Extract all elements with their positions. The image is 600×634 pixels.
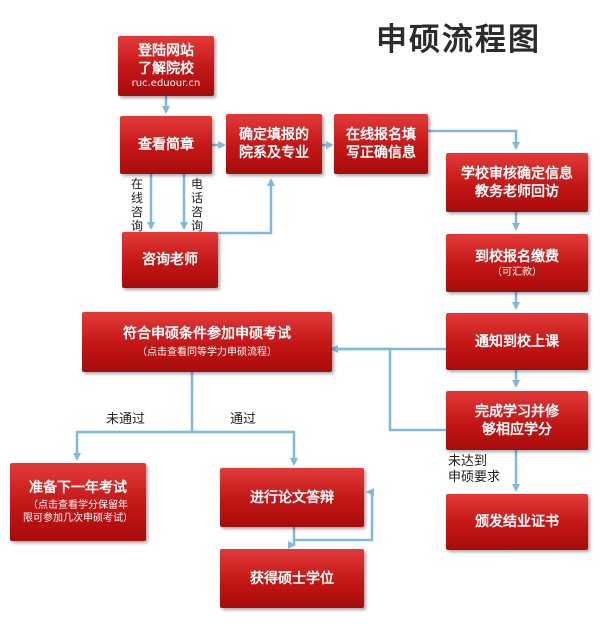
school-review-line1: 学校审核确定信息 xyxy=(461,165,573,182)
school-review-line2: 教务老师回访 xyxy=(475,183,559,200)
pay-fee-box[interactable]: 到校报名缴费 （可汇款） xyxy=(446,234,588,292)
attend-class-box[interactable]: 通知到校上课 xyxy=(446,313,588,370)
page-title: 申硕流程图 xyxy=(376,22,541,58)
arrow-consult-to-major xyxy=(218,178,275,235)
qualify-exam-box[interactable]: 符合申硕条件参加申硕考试 （点击查看同等学力申硕流程） xyxy=(82,312,332,372)
confirm-major-line1: 确定填报的 xyxy=(239,127,309,143)
online-consult-label: 在 线 咨 询 xyxy=(130,177,143,233)
view-brochure-label: 查看简章 xyxy=(138,137,194,153)
next-year-exam-box[interactable]: 准备下一年考试 （点击查看学分保留年 限可参加几次申硕考试） xyxy=(10,463,146,541)
finish-credits-line2: 够相应学分 xyxy=(482,421,552,438)
issue-certificate-label: 颁发结业证书 xyxy=(475,514,559,530)
consult-teacher-box[interactable]: 咨询老师 xyxy=(122,232,218,288)
school-review-box[interactable]: 学校审核确定信息 教务老师回访 xyxy=(446,153,588,212)
next-year-exam-note1[interactable]: （点击查看学分保留年 xyxy=(28,500,128,511)
view-brochure-box[interactable]: 查看简章 xyxy=(120,116,212,174)
thesis-defense-box[interactable]: 进行论文答辩 xyxy=(220,468,364,527)
confirm-major-box[interactable]: 确定填报的 院系及专业 xyxy=(226,114,322,174)
not-meet-label-line1: 未达到 xyxy=(448,454,488,469)
not-meet-label-line2: 申硕要求 xyxy=(448,470,501,485)
arrow-to-defense xyxy=(192,430,298,466)
arrow-register-to-review xyxy=(422,129,520,150)
online-register-line1: 在线报名填 xyxy=(346,127,416,143)
phone-consult-label: 电 话 咨 询 xyxy=(190,177,203,233)
thesis-defense-label: 进行论文答辩 xyxy=(250,489,334,506)
issue-certificate-box[interactable]: 颁发结业证书 xyxy=(446,494,588,550)
online-register-line2: 写正确信息 xyxy=(346,145,416,161)
qualify-exam-label: 符合申硕条件参加申硕考试 xyxy=(123,326,291,342)
get-degree-box[interactable]: 获得硕士学位 xyxy=(220,549,364,608)
arrow-to-next-year xyxy=(73,430,192,461)
arrow-defense-loop xyxy=(294,488,374,542)
not-passed-label: 未通过 xyxy=(106,412,146,427)
site-url[interactable]: ruc.eduour.cn xyxy=(131,78,201,89)
online-register-box[interactable]: 在线报名填 写正确信息 xyxy=(334,114,428,174)
attend-class-label: 通知到校上课 xyxy=(475,333,559,350)
consult-teacher-label: 咨询老师 xyxy=(142,252,198,268)
confirm-major-line2: 院系及专业 xyxy=(239,145,309,161)
visit-site-box[interactable]: 登陆网站 了解院校 ruc.eduour.cn xyxy=(118,36,214,96)
pay-fee-note: （可汇款） xyxy=(492,266,542,278)
arrow-finish-to-exam xyxy=(330,345,446,432)
next-year-exam-note2[interactable]: 限可参加几次申硕考试） xyxy=(23,513,133,524)
finish-credits-line1: 完成学习并修 xyxy=(475,403,559,420)
pay-fee-label: 到校报名缴费 xyxy=(475,248,559,265)
get-degree-label: 获得硕士学位 xyxy=(250,570,334,587)
finish-credits-box[interactable]: 完成学习并修 够相应学分 xyxy=(446,391,588,450)
next-year-exam-label: 准备下一年考试 xyxy=(29,480,127,496)
passed-label: 通过 xyxy=(230,412,257,427)
visit-site-line1: 登陆网站 xyxy=(138,43,194,59)
visit-site-line2: 了解院校 xyxy=(138,61,194,77)
qualify-exam-note[interactable]: （点击查看同等学力申硕流程） xyxy=(137,347,277,358)
